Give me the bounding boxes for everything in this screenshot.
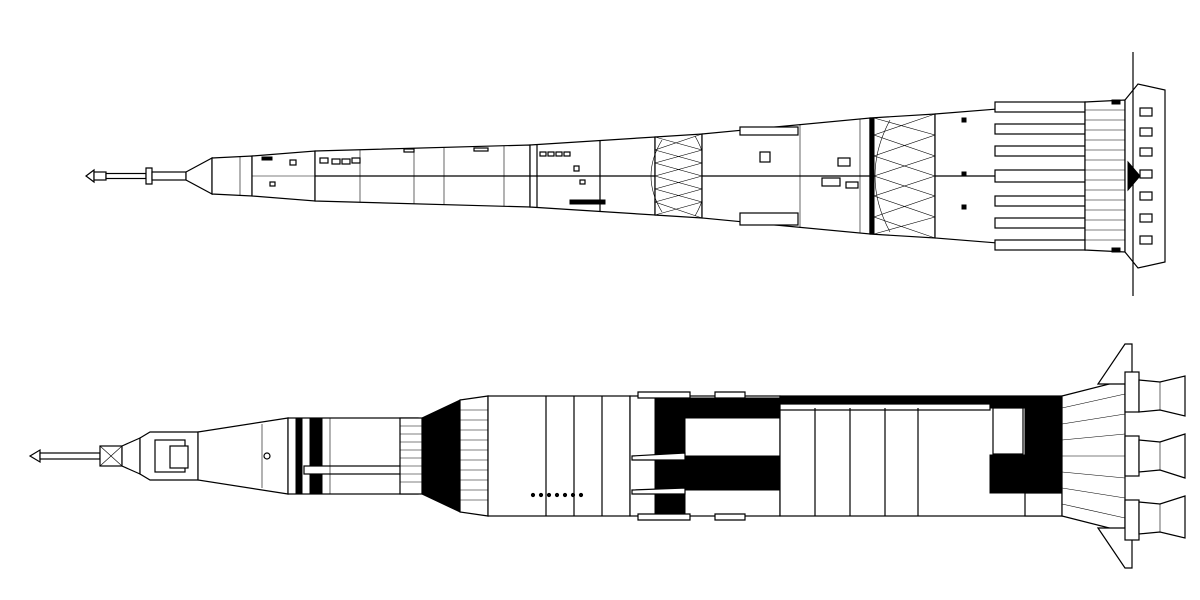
saturn-v-s-ii	[487, 395, 631, 517]
n1-block-b	[529, 136, 656, 216]
saturn-v-rocket	[28, 343, 1186, 569]
saturn-v-aft-section	[1061, 343, 1140, 569]
saturn-v-csm	[139, 417, 289, 495]
saturn-v-s-ivb	[287, 417, 419, 495]
n1-block-v	[314, 144, 531, 208]
saturn-v-interstage	[421, 395, 489, 517]
n1-engine-cluster	[1124, 52, 1166, 296]
n1-block-a-lower	[934, 101, 1086, 251]
n1-interstage-truss-2	[869, 113, 937, 239]
saturn-v-s-ivb-aft-hatch	[399, 417, 423, 495]
saturn-v-escape-tower	[28, 437, 141, 475]
n1-interstage-truss-1	[650, 133, 707, 219]
n1-escape-tower	[85, 156, 213, 196]
n1-aft-skirt	[1084, 99, 1126, 253]
saturn-v-f1-engines	[1138, 375, 1186, 539]
saturn-v-s-ic-forward	[629, 391, 781, 521]
n1-block-a-mid	[701, 117, 871, 235]
saturn-v-s-ic-main	[779, 395, 1063, 517]
n1-rocket	[85, 52, 1166, 296]
n1-upper-stage	[211, 150, 316, 202]
